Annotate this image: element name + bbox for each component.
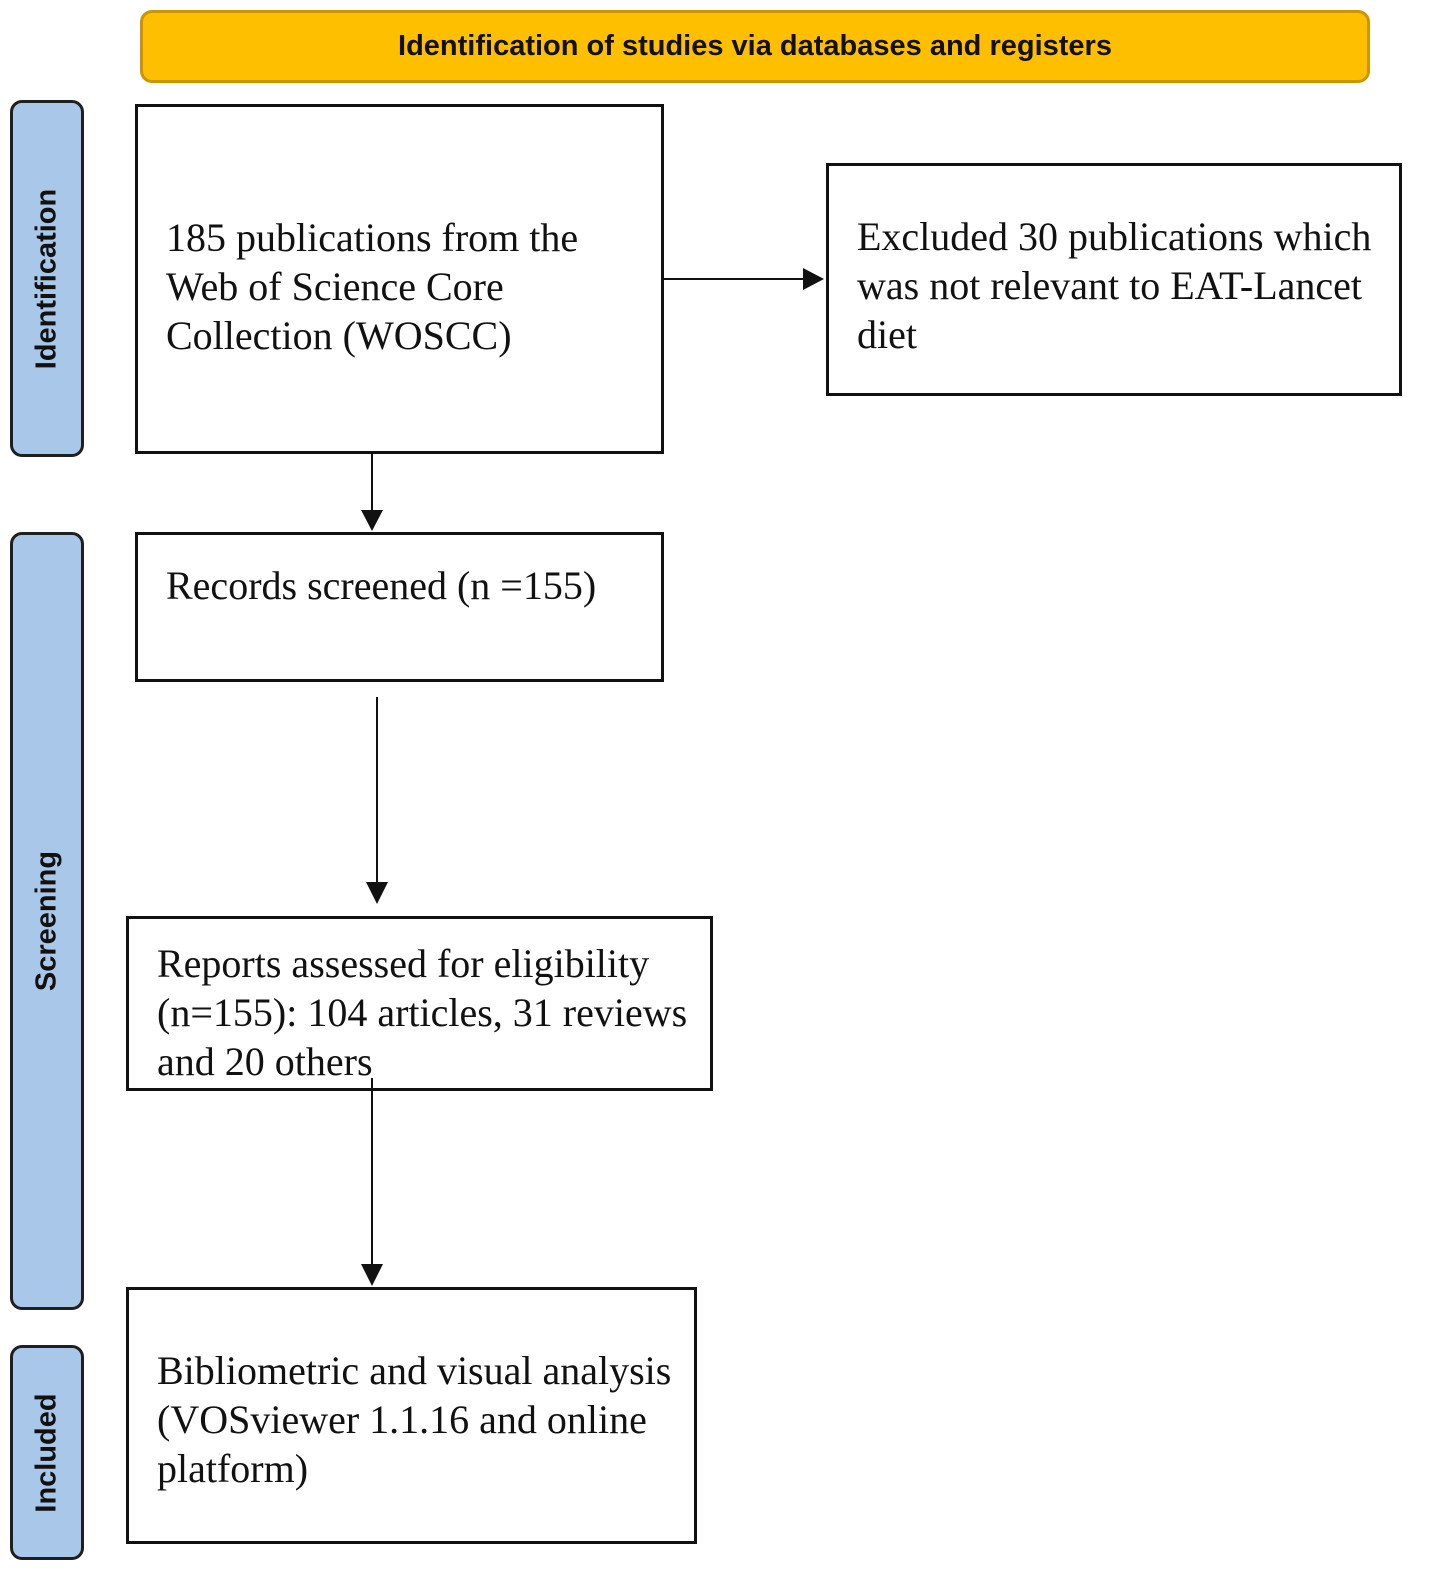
arrow-to-eligibility (366, 697, 388, 904)
arrow-to-analysis (361, 1078, 383, 1286)
phase-identification: Identification (10, 100, 84, 457)
phase-screening-label: Screening (30, 850, 63, 992)
wos-records-text: 185 publications from the Web of Science… (166, 215, 579, 358)
arrow-to-screened (361, 454, 383, 531)
eligibility-box: Reports assessed for eligibility (n=155)… (126, 916, 713, 1091)
phase-identification-label: Identification (30, 188, 63, 369)
analysis-text: Bibliometric and visual analysis (VOSvie… (157, 1348, 672, 1491)
header-banner: Identification of studies via databases … (140, 10, 1370, 83)
wos-records-box: 185 publications from the Web of Science… (135, 104, 664, 454)
phase-screening: Screening (10, 532, 84, 1310)
arrow-to-excluded (664, 268, 824, 290)
excluded-text: Excluded 30 publications which was not r… (857, 214, 1372, 357)
analysis-box: Bibliometric and visual analysis (VOSvie… (126, 1287, 697, 1544)
records-screened-box: Records screened (n =155) (135, 532, 664, 682)
phase-included-label: Included (30, 1392, 63, 1513)
records-screened-text: Records screened (n =155) (166, 563, 597, 608)
header-title: Identification of studies via databases … (398, 30, 1112, 62)
excluded-box: Excluded 30 publications which was not r… (826, 163, 1402, 396)
eligibility-text: Reports assessed for eligibility (n=155)… (157, 941, 688, 1084)
phase-included: Included (10, 1345, 84, 1560)
